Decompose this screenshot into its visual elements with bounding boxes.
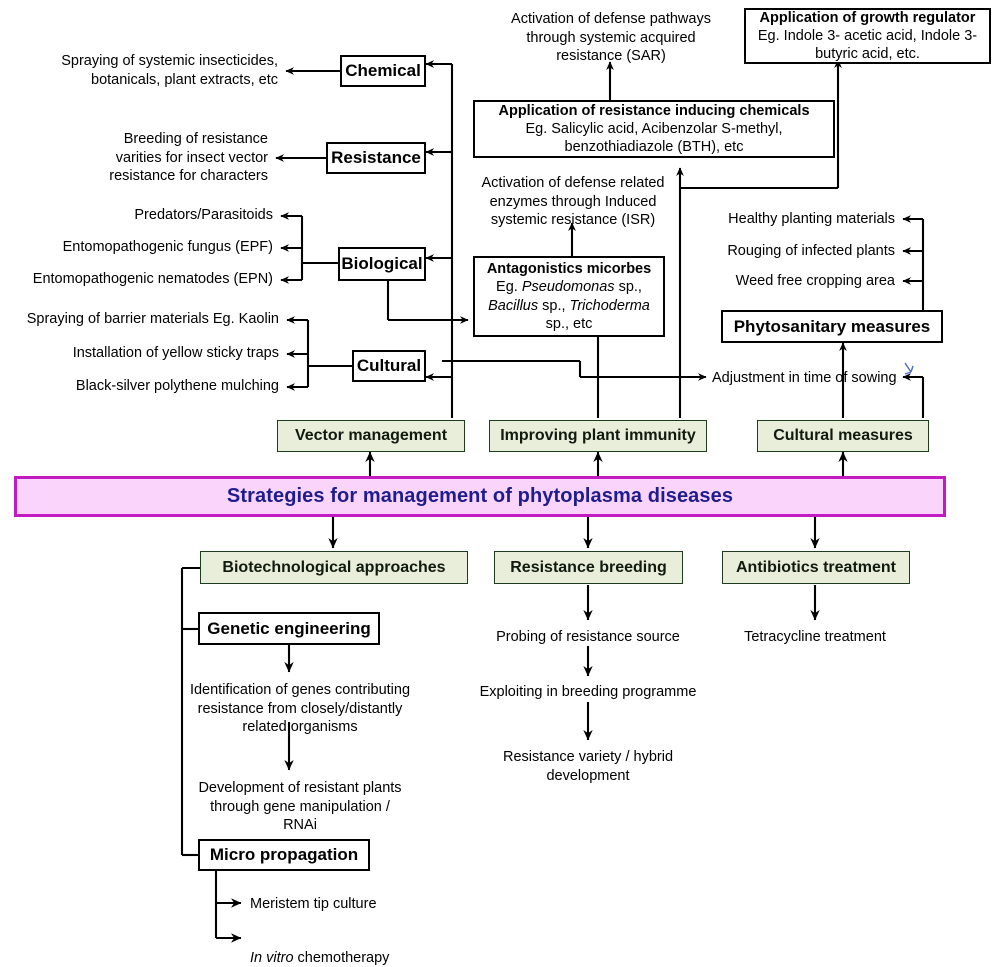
- category-box-cultural[interactable]: Cultural: [352, 350, 426, 382]
- chemicals-box-heading: Application of resistance inducing chemi…: [498, 102, 810, 119]
- pillar-resistance-breeding[interactable]: Resistance breeding: [494, 551, 683, 584]
- micro-propagation-box[interactable]: Micro propagation: [198, 839, 370, 871]
- microbes-trichoderma: Trichoderma: [569, 297, 650, 314]
- microbes-detail-tail: sp., etc: [545, 315, 593, 332]
- biological-output-predators: Predators/Parasitoids: [134, 207, 273, 223]
- rb-step-variety-development: Resistance variety / hybrid development: [502, 749, 674, 784]
- category-box-biological[interactable]: Biological: [338, 247, 426, 281]
- page-title-banner: Strategies for management of phytoplasma…: [14, 476, 946, 517]
- microbes-pseudomonas: Pseudomonas: [521, 279, 615, 296]
- antagonistic-microbes-box[interactable]: Antagonistics micorbes Eg. Pseudomonas s…: [473, 256, 665, 337]
- phytosanitary-output-rouging: Rouging of infected plants: [727, 243, 895, 259]
- microbes-bacillus: Bacillus: [488, 297, 539, 314]
- cultural-output-mulching: Black-silver polythene mulching: [75, 378, 279, 394]
- rb-step-probing: Probing of resistance source: [496, 629, 680, 645]
- microbes-box-detail: Eg. Pseudomonas sp., Bacillus sp., Trich…: [487, 278, 651, 333]
- microbes-detail-suffix: sp.,: [614, 279, 642, 296]
- sar-text: Activation of defense pathways through s…: [511, 11, 711, 65]
- cultural-output-sticky-traps: Installation of yellow sticky traps: [72, 345, 279, 361]
- cultural-output-kaolin: Spraying of barrier materials Eg. Kaolin: [26, 311, 279, 327]
- resistance-inducing-chemicals-box[interactable]: Application of resistance inducing chemi…: [473, 100, 835, 158]
- pillar-antibiotics-treatment[interactable]: Antibiotics treatment: [722, 551, 910, 584]
- sowing-adjustment-label: Adjustment in time of sowing: [712, 370, 897, 386]
- biological-output-epf: Entomopathogenic fungus (EPF): [62, 239, 273, 255]
- resistance-output-label: Breeding of resistance varities for inse…: [109, 131, 268, 185]
- pillar-biotechnological-approaches[interactable]: Biotechnological approaches: [200, 551, 468, 584]
- rb-step-exploiting: Exploiting in breeding programme: [479, 684, 697, 700]
- phytosanitary-output-healthy-materials: Healthy planting materials: [728, 211, 895, 227]
- ge-step-identification: Identification of genes contributing res…: [189, 682, 411, 736]
- chemical-output-label: Spraying of systemic insecticides, botan…: [61, 53, 278, 88]
- growth-regulator-heading: Application of growth regulator: [759, 9, 976, 26]
- stray-mark-artifact: [904, 362, 914, 375]
- ge-step-development: Development of resistant plants through …: [198, 780, 402, 834]
- growth-regulator-detail: Eg. Indole 3- acetic acid, Indole 3- but…: [757, 27, 978, 63]
- in-vitro-rest: chemotherapy: [293, 949, 390, 966]
- isr-text: Activation of defense related enzymes th…: [481, 175, 665, 229]
- microbes-detail-mid: sp.,: [538, 297, 570, 314]
- pillar-vector-management[interactable]: Vector management: [277, 420, 465, 452]
- microbes-detail-prefix: Eg.: [496, 279, 522, 296]
- category-box-chemical[interactable]: Chemical: [340, 55, 426, 87]
- mp-output-in-vitro-chemotherapy: In vitro chemotherapy: [250, 930, 480, 967]
- phytosanitary-measures-box[interactable]: Phytosanitary measures: [721, 310, 943, 343]
- chemicals-box-detail: Eg. Salicylic acid, Acibenzolar S-methyl…: [525, 120, 783, 156]
- in-vitro-italic: In vitro: [250, 949, 294, 966]
- mp-output-meristem: Meristem tip culture: [250, 896, 377, 912]
- category-box-resistance[interactable]: Resistance: [326, 142, 426, 174]
- pillar-improving-plant-immunity[interactable]: Improving plant immunity: [489, 420, 707, 452]
- biological-output-epn: Entomopathogenic nematodes (EPN): [32, 271, 273, 287]
- phytosanitary-output-weed-free: Weed free cropping area: [735, 273, 895, 289]
- genetic-engineering-box[interactable]: Genetic engineering: [198, 612, 380, 645]
- microbes-box-heading: Antagonistics micorbes: [486, 260, 652, 277]
- growth-regulator-box[interactable]: Application of growth regulator Eg. Indo…: [744, 8, 991, 64]
- pillar-cultural-measures[interactable]: Cultural measures: [757, 420, 929, 452]
- ab-step-tetracycline: Tetracycline treatment: [744, 629, 886, 645]
